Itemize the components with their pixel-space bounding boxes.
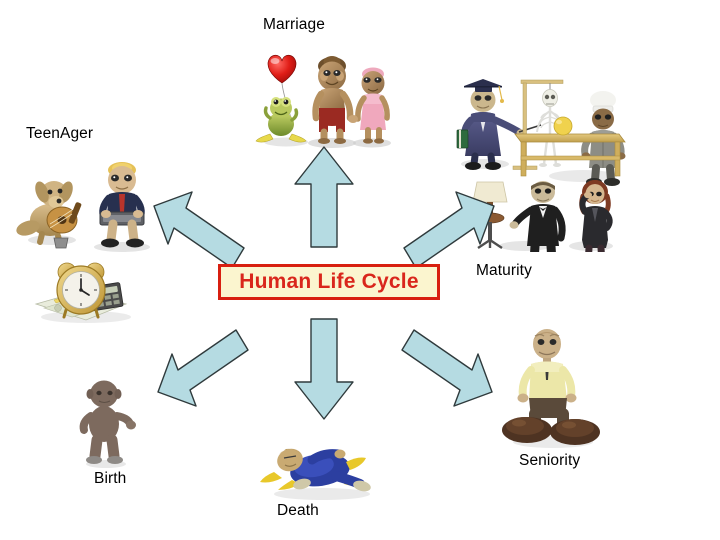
- arrow-down-right-to-seniority: [400, 322, 498, 414]
- arrow-up-left-to-teenager: [148, 182, 246, 274]
- stage-label-birth: Birth: [94, 470, 127, 487]
- artwork-marriage: [246, 42, 408, 152]
- stage-label-seniority: Seniority: [519, 452, 581, 469]
- stage-label-maturity: Maturity: [476, 262, 532, 279]
- center-title-box: Human Life Cycle: [218, 264, 440, 300]
- arrow-up-right-to-maturity: [402, 182, 500, 274]
- artwork-birth: [66, 374, 150, 470]
- artwork-death: [256, 432, 384, 504]
- arrow-up-to-marriage: [291, 144, 357, 250]
- center-title-text: Human Life Cycle: [239, 270, 419, 293]
- artwork-seniority: [495, 322, 607, 450]
- arrow-down-to-death: [291, 316, 357, 422]
- stage-label-teenager: TeenAger: [26, 125, 94, 142]
- artwork-teenager: [14, 152, 164, 330]
- stage-label-marriage: Marriage: [263, 16, 325, 33]
- arrow-down-left-to-birth: [152, 322, 250, 414]
- stage-label-death: Death: [277, 502, 319, 519]
